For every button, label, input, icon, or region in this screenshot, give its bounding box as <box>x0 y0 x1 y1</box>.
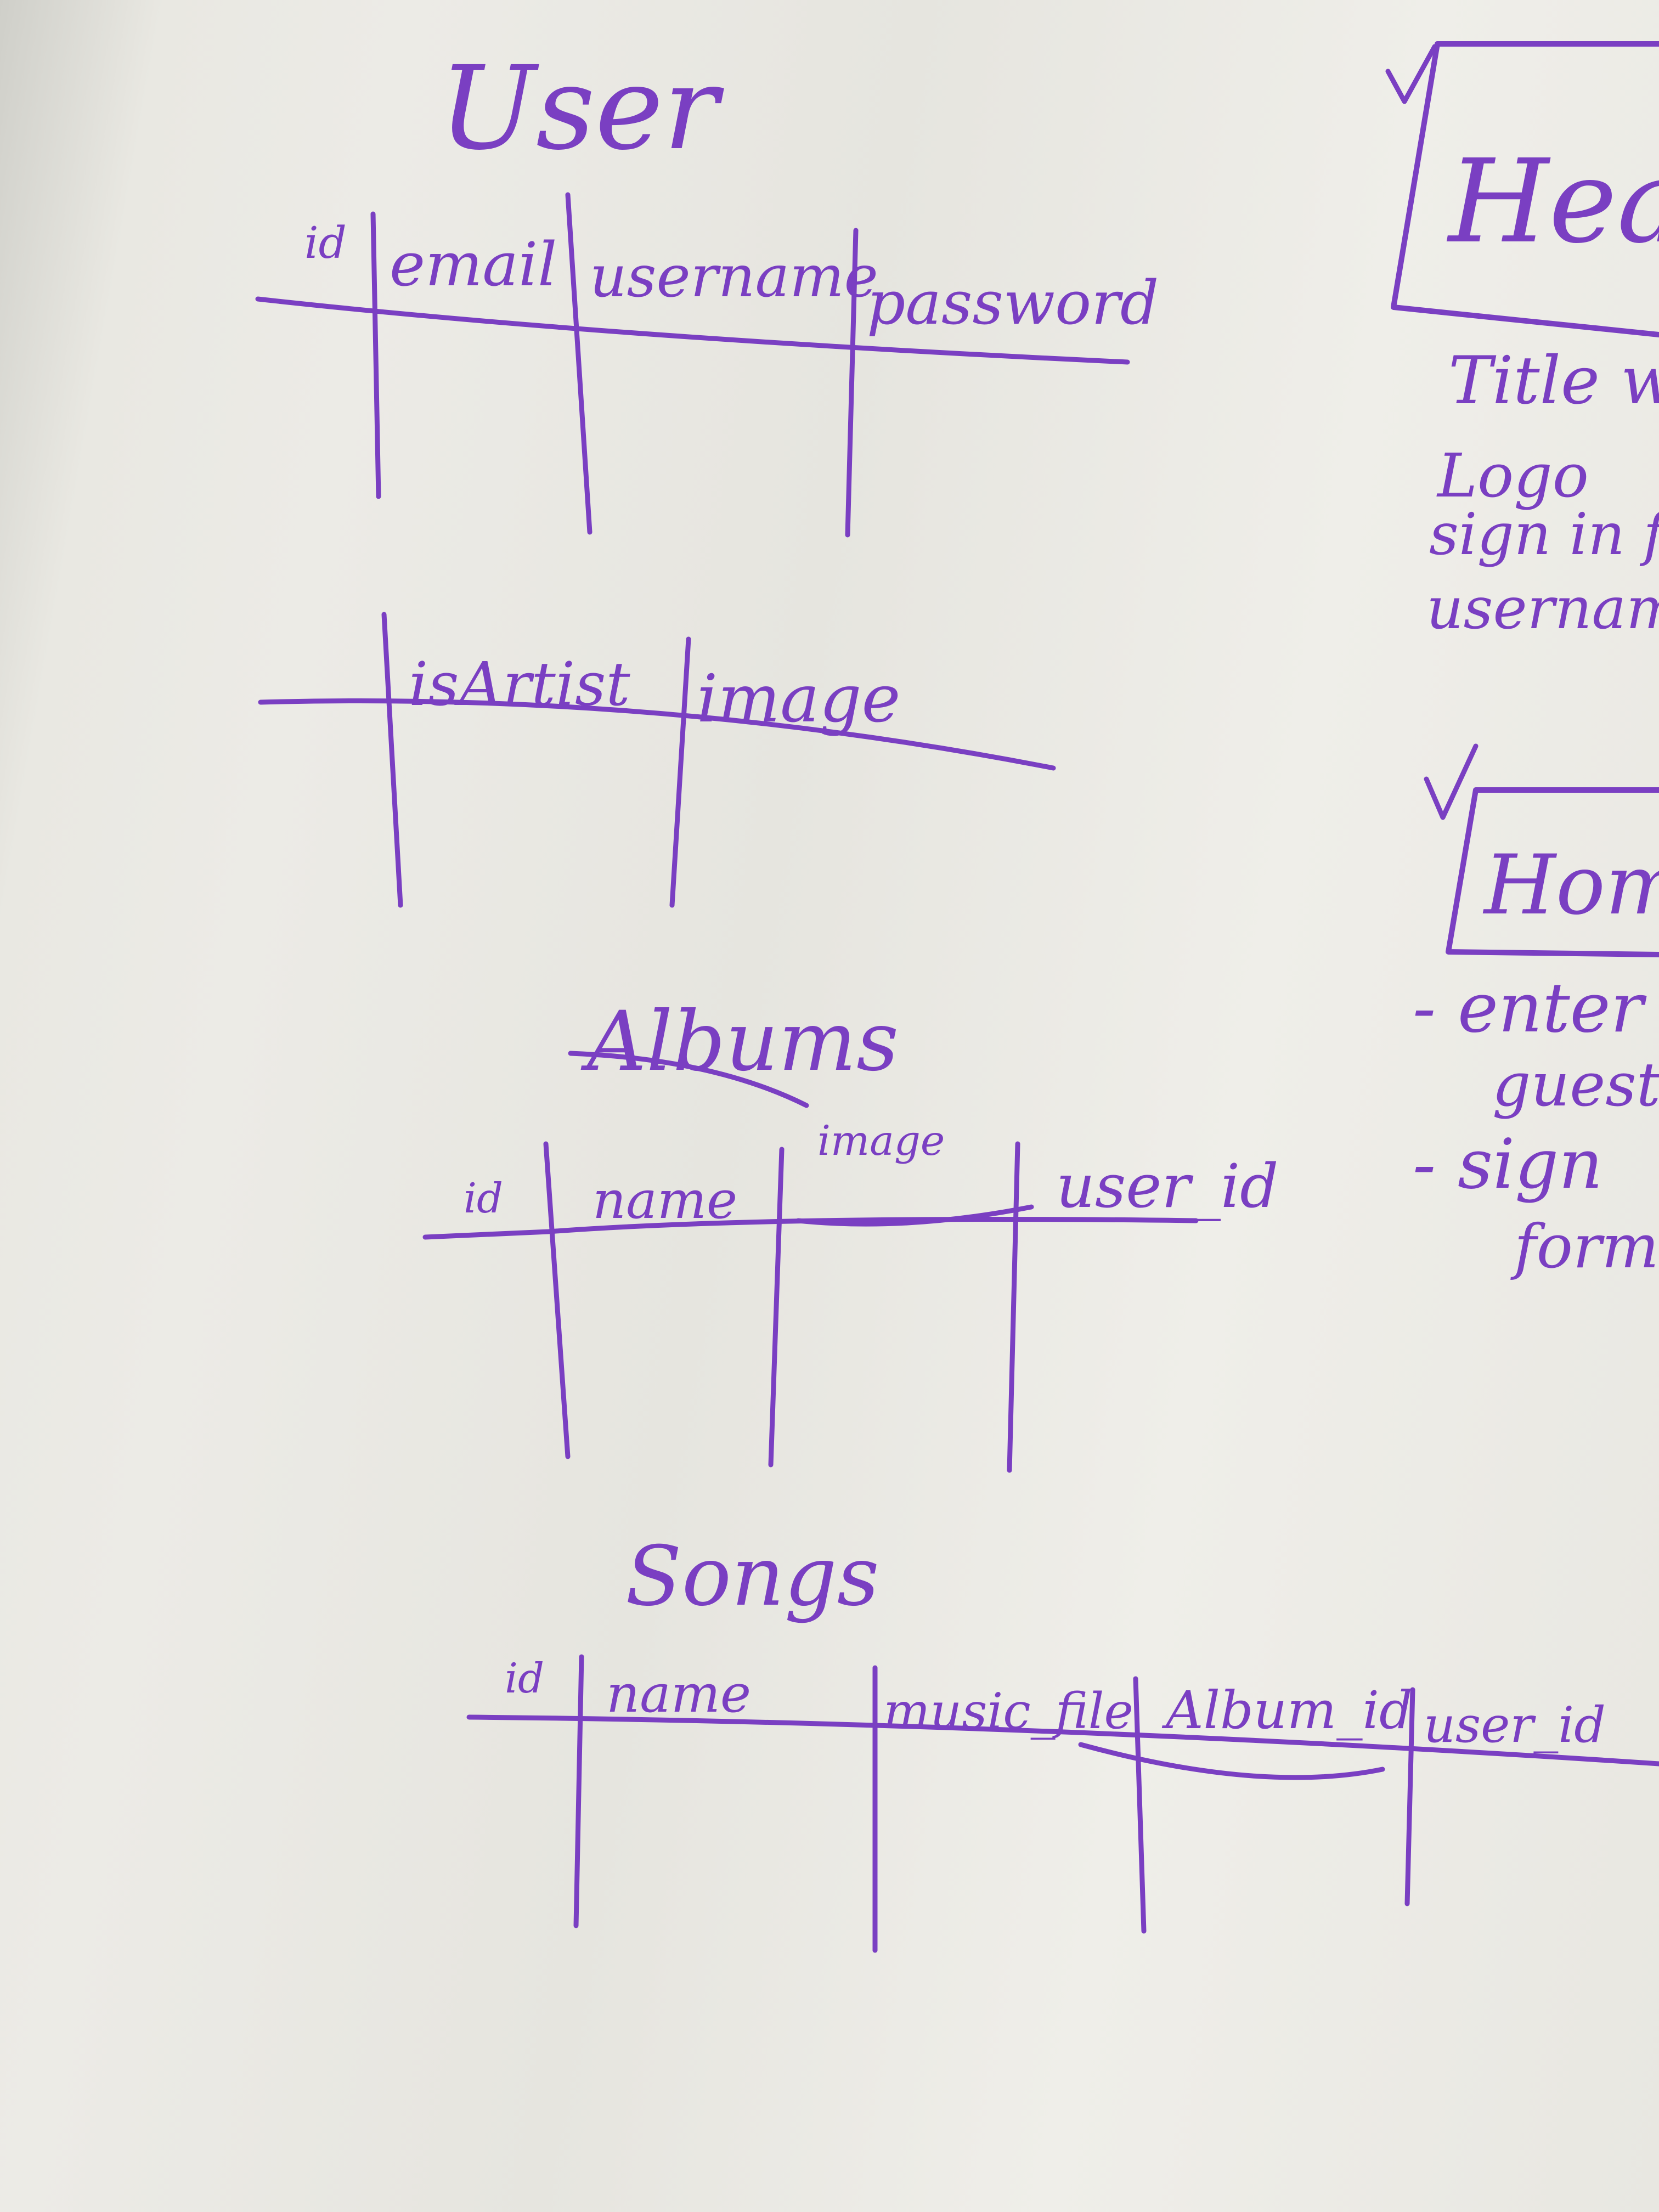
songs-col-name: name <box>606 1664 751 1724</box>
user-table-grid-row2 <box>258 612 1056 908</box>
songs-col-user-id: user_id <box>1424 1696 1606 1754</box>
albums-title-underline <box>568 1051 809 1108</box>
home-item-guest: guest <box>1492 1049 1659 1120</box>
songs-table-title: Songs <box>625 1529 879 1624</box>
user-table-grid-row1 <box>255 192 1130 538</box>
albums-col-user-id: user_id <box>1056 1151 1279 1221</box>
albums-table-grid <box>422 1141 1199 1473</box>
albums-table-title: Albums <box>580 994 899 1090</box>
header-item-logo: Logo <box>1436 441 1589 511</box>
albums-col-name: name <box>592 1170 737 1231</box>
user-col-id: id <box>304 217 347 268</box>
user-col-image: image <box>697 661 901 737</box>
home-item-sign: - sign <box>1413 1125 1603 1204</box>
header-box <box>1391 41 1659 337</box>
home-item-form: form <box>1510 1211 1659 1282</box>
header-item-signin: sign in fo <box>1429 501 1659 568</box>
header-item-username: username <box>1426 575 1659 642</box>
home-item-enter: - enter <box>1413 968 1647 1048</box>
songs-col-album-id: Album_id <box>1161 1680 1413 1741</box>
user-col-username: username <box>590 243 878 310</box>
header-item-title: Title we <box>1448 343 1659 419</box>
songs-col-id: id <box>505 1654 544 1702</box>
user-col-password: password <box>867 268 1159 338</box>
user-col-email: email <box>390 229 557 300</box>
home-box-label: Home <box>1482 838 1659 933</box>
songs-table-grid <box>466 1654 1659 1953</box>
header-box-label: Heade <box>1446 134 1659 269</box>
home-box <box>1446 787 1659 957</box>
albums-col-image: image <box>817 1116 945 1165</box>
header-checkmark <box>1385 44 1437 104</box>
albums-col-id: id <box>464 1174 503 1222</box>
home-checkmark <box>1424 743 1479 820</box>
user-table-title: User <box>439 41 724 176</box>
